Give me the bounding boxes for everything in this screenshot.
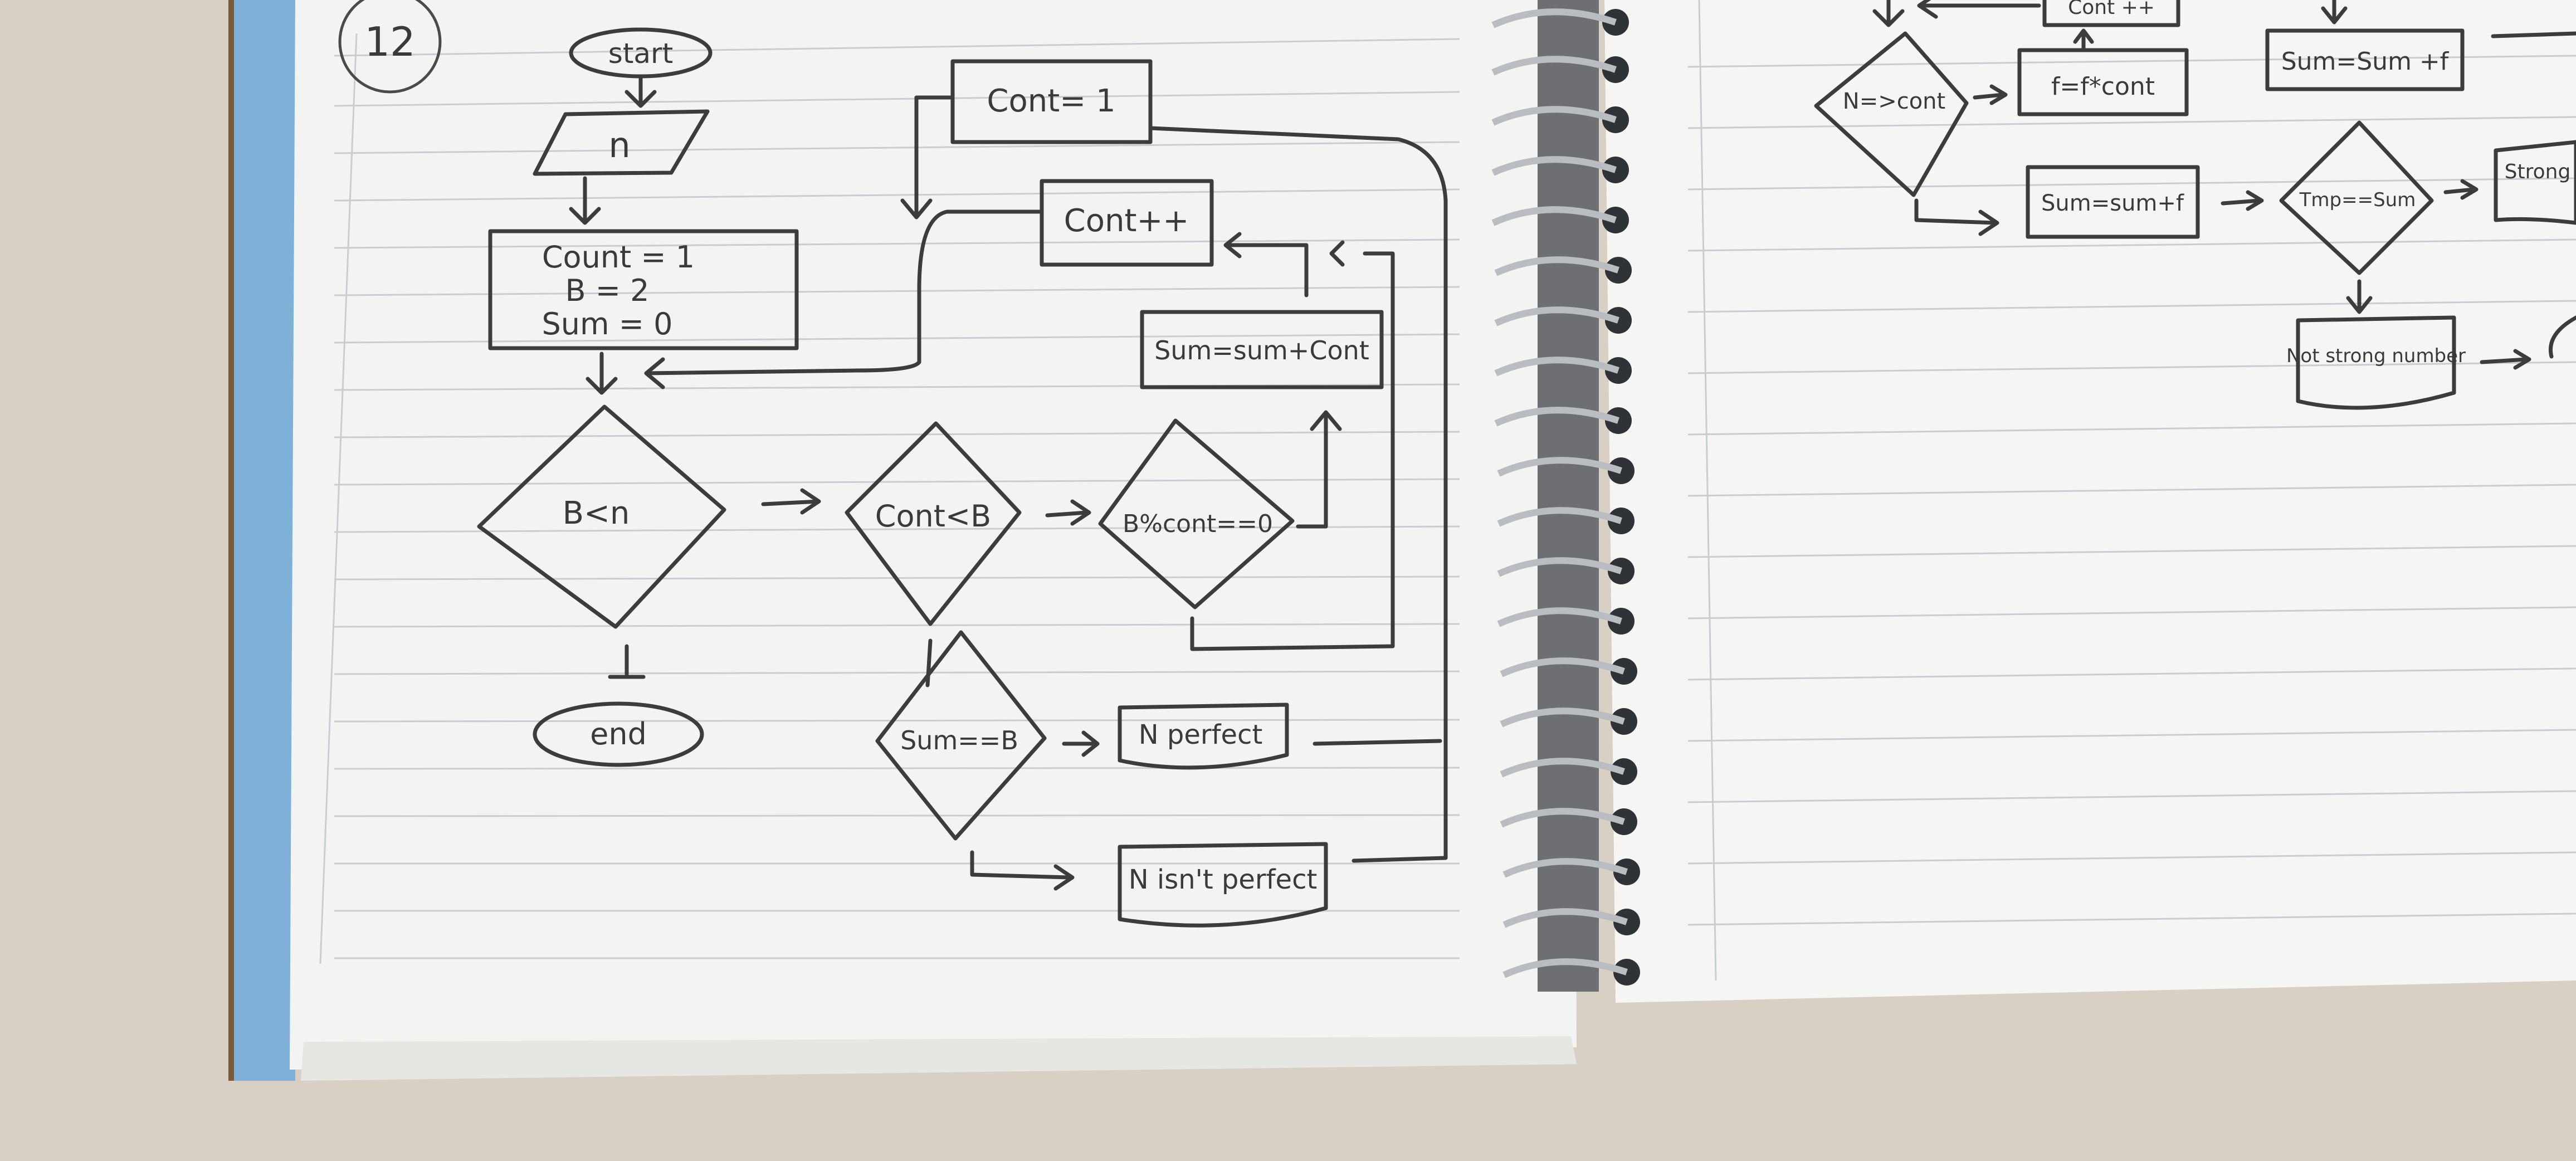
right-top-box [2042, 0, 2180, 27]
right-top-box-label: Cont ++ [2068, 0, 2155, 19]
right-out-not-strong-label: Not strong number [2286, 345, 2466, 367]
cont-eq-1-label: Cont= 1 [987, 83, 1115, 119]
cond-b-lt-n-label: B<n [563, 495, 630, 531]
left-page [290, 0, 1577, 1081]
out-not-perfect-shape [1118, 842, 1328, 928]
right-out-not-strong-shape [2296, 315, 2456, 410]
end-label: end [590, 716, 647, 752]
right-cond-tmp-diamond [2279, 120, 2434, 275]
notebook-cover-blue [234, 0, 295, 1081]
out-perfect-shape [1118, 703, 1289, 770]
input-parallelogram [533, 109, 710, 176]
cond-mod-diamond [1098, 418, 1295, 609]
out-perfect-label: N perfect [1139, 719, 1263, 750]
cond-sum-eq-b-label: Sum==B [900, 725, 1018, 755]
cond-cont-lt-b-diamond [845, 421, 1022, 626]
init-line-2: B = 2 [565, 273, 650, 308]
cond-b-lt-n-diamond [477, 404, 726, 629]
right-cond-n-diamond [1814, 31, 1969, 197]
cond-cont-lt-b-label: Cont<B [875, 499, 991, 534]
start-label: start [608, 37, 673, 70]
cond-mod-label: B%cont==0 [1123, 510, 1273, 538]
right-out-strong-label: Strong [2505, 160, 2571, 183]
cont-inc-label: Cont++ [1064, 203, 1189, 239]
cont-eq-1-box [950, 59, 1153, 144]
right-f-update-label: f=f*cont [2051, 72, 2155, 101]
cont-inc-box [1040, 179, 1214, 267]
page-number-circle [338, 0, 442, 94]
out-not-perfect-label: N isn't perfect [1129, 864, 1318, 895]
end-terminal [533, 701, 704, 767]
left-flowchart: 12 start n Count = 1 B = 2 Sum = 0 B<n e… [338, 0, 1448, 928]
right-flowchart: Cont ++ N=>cont f=f*cont Sum=Sum +f Sum=… [1814, 0, 2576, 410]
init-line-1: Count = 1 [542, 240, 695, 275]
right-sum-top-box [2265, 28, 2465, 91]
right-page [1604, 0, 2576, 1003]
cond-sum-eq-b-diamond [875, 630, 1047, 841]
right-cond-n-label: N=>cont [1843, 89, 1945, 114]
init-line-3: Sum = 0 [541, 306, 672, 342]
page-number: 12 [364, 18, 416, 65]
input-label: n [608, 125, 630, 165]
sum-update-box [1140, 310, 1384, 389]
right-cond-tmp-label: Tmp==Sum [2299, 189, 2416, 211]
right-f-update-box [2017, 48, 2189, 116]
right-sum-mid-label: Sum=sum+f [2041, 191, 2184, 216]
sum-update-label: Sum=sum+Cont [1154, 335, 1369, 365]
init-box [488, 229, 799, 350]
right-sum-mid-box [2026, 165, 2200, 239]
spiral-binding [1491, 0, 1640, 992]
right-sum-top-label: Sum=Sum +f [2281, 47, 2450, 76]
